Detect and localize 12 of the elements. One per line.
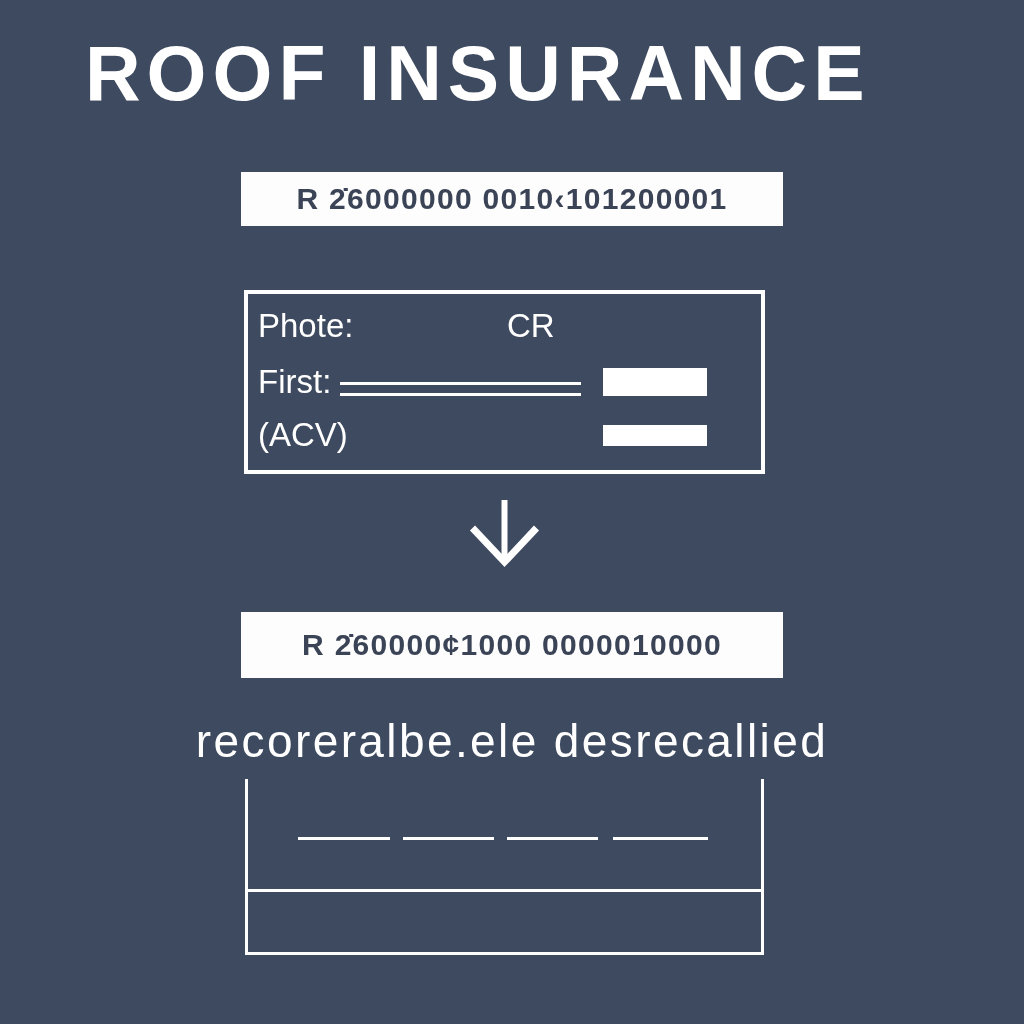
amount-text: R 2̇6000000 0010‹101200001 <box>296 184 728 214</box>
amount-text: R 2̇60000¢1000 0000010000 <box>302 630 722 660</box>
field-label: CR <box>507 309 555 342</box>
field-label: Phote: <box>258 309 354 342</box>
amount-bar <box>241 172 783 226</box>
field-label: (ACV) <box>258 418 348 451</box>
amount-bar <box>241 612 783 678</box>
page-title: ROOF INSURANCE <box>85 35 871 112</box>
section-heading: recoreralbe.ele desrecallied <box>194 718 830 764</box>
form-box <box>244 290 765 474</box>
field-label: First: <box>258 365 332 398</box>
arrow <box>469 500 540 566</box>
